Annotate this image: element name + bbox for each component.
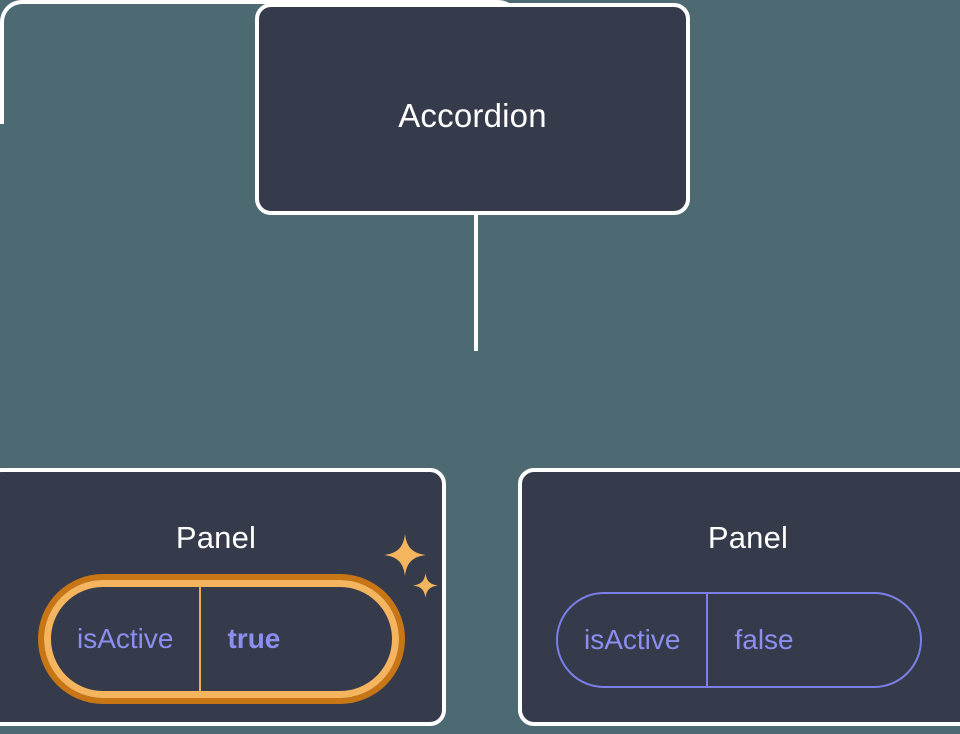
sparkle-icon [384,534,426,576]
connector-trunk-line [474,211,478,351]
prop-pill-isactive-true[interactable]: isActive true [44,580,399,698]
prop-value-label: true [227,623,281,654]
sparkle-icon-small [413,573,438,598]
accordion-node-title: Accordion [398,97,547,134]
prop-key-label: isActive [51,587,202,691]
tree-node-accordion[interactable]: Accordion [255,3,690,215]
prop-value-label: false [734,624,794,655]
panel-node-title: Panel [175,520,257,555]
panel-node-title: Panel [707,520,789,555]
prop-pill-isactive-false[interactable]: isActive false [556,592,922,688]
prop-key-label: isActive [558,594,709,686]
